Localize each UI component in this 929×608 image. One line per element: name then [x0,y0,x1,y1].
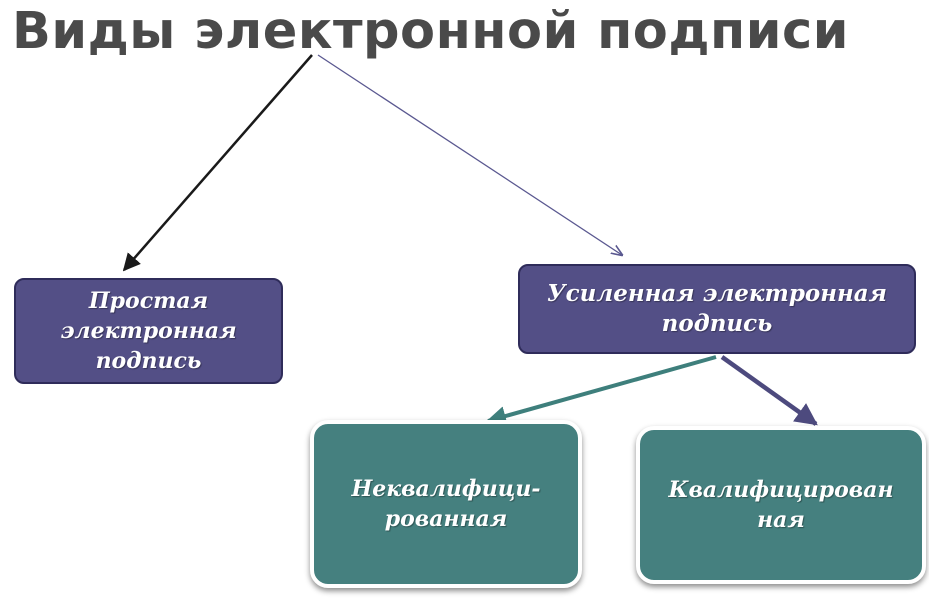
page-title: Виды электронной подписи [12,2,849,61]
arrow-enhanced-to-nonqualified [486,355,717,426]
node-enhanced-signature-label: Усиленная электронная подпись [547,280,887,337]
arrow-enhanced-to-qualified [720,355,818,426]
node-simple-signature-label: Простая электронная подпись [60,288,237,374]
node-qualified-signature-label: Квалифицирован ная [668,477,894,533]
node-qualified-signature: Квалифицирован ная [636,426,926,584]
node-non-qualified-signature: Неквалифици-рованная [310,420,582,588]
node-non-qualified-signature-label: Неквалифици-рованная [351,476,541,532]
node-simple-signature: Простая электронная подпись [14,278,283,384]
arrow-title-to-simple [122,54,313,272]
arrow-title-to-enhanced [317,54,622,255]
node-enhanced-signature: Усиленная электронная подпись [518,264,916,354]
